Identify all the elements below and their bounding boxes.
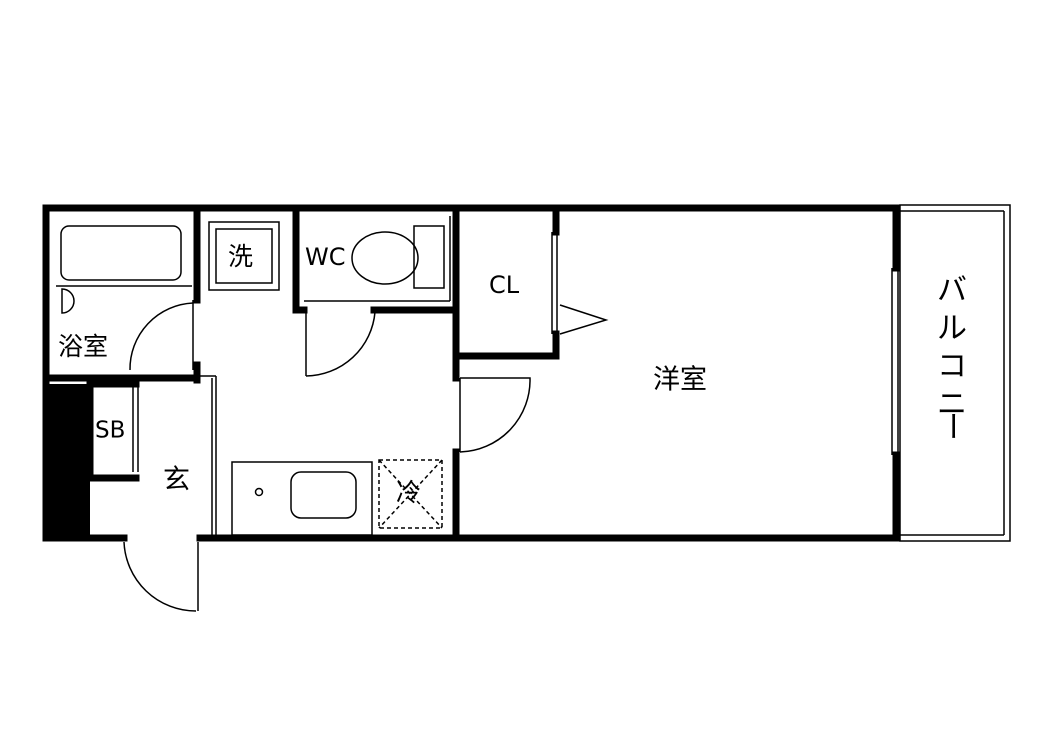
label-balcony-char: バ — [937, 273, 967, 308]
label-closet: CL — [489, 271, 520, 299]
thin-partitions — [132, 375, 217, 535]
label-bathroom: 浴室 — [58, 332, 108, 361]
structural-column — [46, 384, 90, 538]
label-western-room: 洋室 — [653, 365, 707, 396]
label-balcony-char: ニ — [937, 387, 967, 422]
balcony-outline — [899, 204, 1011, 542]
label-balcony-char: ー — [934, 411, 969, 441]
label-washer: 洗 — [228, 242, 253, 271]
doors — [123, 232, 899, 612]
label-balcony: バ ル コ ニ ー — [934, 273, 969, 441]
label-fridge: 冷 — [396, 478, 421, 507]
washing-machine-icon — [208, 221, 280, 291]
label-entrance: 玄 — [163, 465, 190, 496]
bathtub-icon — [56, 225, 192, 314]
label-shoe-box: SB — [95, 418, 125, 444]
refrigerator-space-icon — [378, 459, 443, 529]
label-toilet: WC — [305, 243, 346, 271]
kitchen-counter-icon — [231, 461, 373, 536]
toilet-icon — [304, 216, 451, 302]
label-balcony-char: ル — [937, 311, 967, 346]
label-balcony-char: コ — [937, 349, 967, 384]
